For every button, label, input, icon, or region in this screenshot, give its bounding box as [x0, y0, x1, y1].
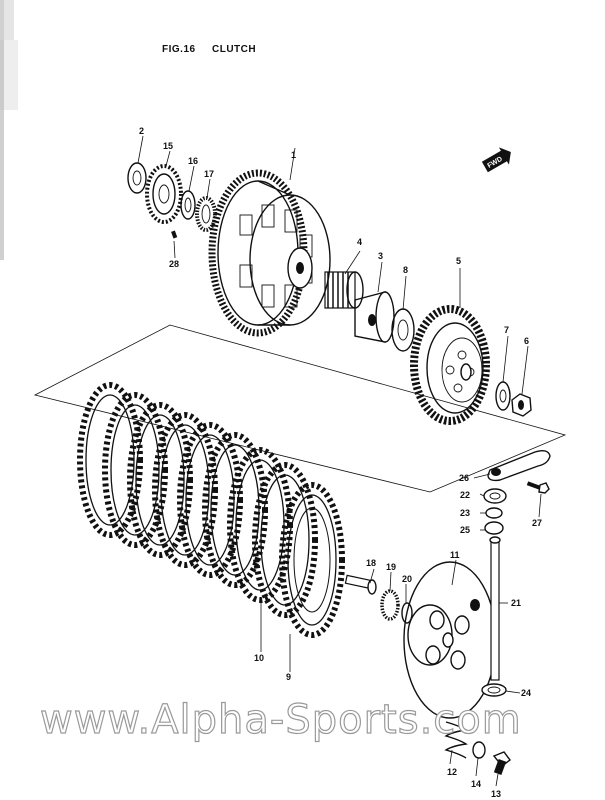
- callout-14: 14: [471, 779, 481, 789]
- part-pressure-plate-11: [403, 561, 497, 719]
- callout-25: 25: [460, 525, 470, 535]
- part-push-piece-18: [344, 574, 377, 595]
- callout-4: 4: [357, 237, 362, 247]
- callout-5: 5: [456, 256, 461, 266]
- callout-3: 3: [378, 251, 383, 261]
- part-lock-washer-7: [495, 381, 511, 411]
- callout-9: 9: [286, 672, 291, 682]
- part-oil-seal-24: [481, 683, 507, 697]
- callout-12: 12: [447, 767, 457, 777]
- callout-21: 21: [511, 598, 521, 608]
- callout-23: 23: [460, 508, 470, 518]
- callout-26: 26: [459, 473, 469, 483]
- callout-22: 22: [460, 490, 470, 500]
- callout-16: 16: [188, 156, 198, 166]
- callout-28: 28: [169, 259, 179, 269]
- part-spacer-3: [354, 291, 395, 343]
- scan-edge-noise: [0, 0, 18, 260]
- callout-1: 1: [291, 150, 296, 160]
- callout-18: 18: [366, 558, 376, 568]
- callout-15: 15: [163, 141, 173, 151]
- assembly-frame: [33, 324, 567, 493]
- callout-labels: 1 2 3 4 5 6 7 8 9 10 11 12 13 14 15 16 1…: [139, 126, 542, 799]
- callout-6: 6: [524, 336, 529, 346]
- callout-27: 27: [532, 518, 542, 528]
- callout-20: 20: [402, 574, 412, 584]
- part-washer-23: [485, 507, 503, 519]
- callout-10: 10: [254, 653, 264, 663]
- callout-7: 7: [504, 325, 509, 335]
- part-plate-stack-9-10: [77, 382, 345, 638]
- callout-24: 24: [521, 688, 531, 698]
- callout-8: 8: [403, 265, 408, 275]
- part-oil-seal-22: [483, 488, 507, 504]
- figure-title: FIG.16: [162, 44, 196, 55]
- callout-11: 11: [450, 550, 460, 560]
- part-pin-28: [171, 230, 178, 239]
- part-release-arm-26: [487, 449, 551, 482]
- callout-17: 17: [204, 169, 214, 179]
- part-bearing-17: [195, 196, 217, 232]
- callout-13: 13: [491, 789, 501, 799]
- part-clutch-sleeve-hub-5: [410, 305, 490, 425]
- part-washer-14: [472, 741, 486, 759]
- part-oil-pump-drive-gear-15: [145, 164, 183, 224]
- callout-2: 2: [139, 126, 144, 136]
- front-arrow-icon: FWD: [481, 147, 511, 173]
- part-clutch-spring-12: [444, 721, 468, 759]
- part-needle-bearing-4: [324, 271, 364, 309]
- part-spacer-16: [180, 190, 196, 220]
- part-o-ring-25: [484, 521, 504, 535]
- part-thrust-washer-8: [391, 308, 415, 352]
- part-primary-driven-gear-1: [208, 169, 331, 337]
- part-bearing-19: [380, 589, 400, 621]
- figure-subtitle: CLUTCH: [212, 44, 256, 55]
- part-bolt-13: [492, 751, 511, 775]
- part-nut-6: [511, 393, 532, 417]
- part-washer-20: [401, 602, 413, 624]
- part-washer-2: [127, 162, 147, 194]
- leader-lines: [137, 135, 542, 787]
- part-push-rod-21: [489, 536, 501, 681]
- callout-19: 19: [386, 562, 396, 572]
- part-bolt-27: [526, 481, 550, 494]
- watermark-text: www.Alpha-Sports.com: [40, 697, 522, 743]
